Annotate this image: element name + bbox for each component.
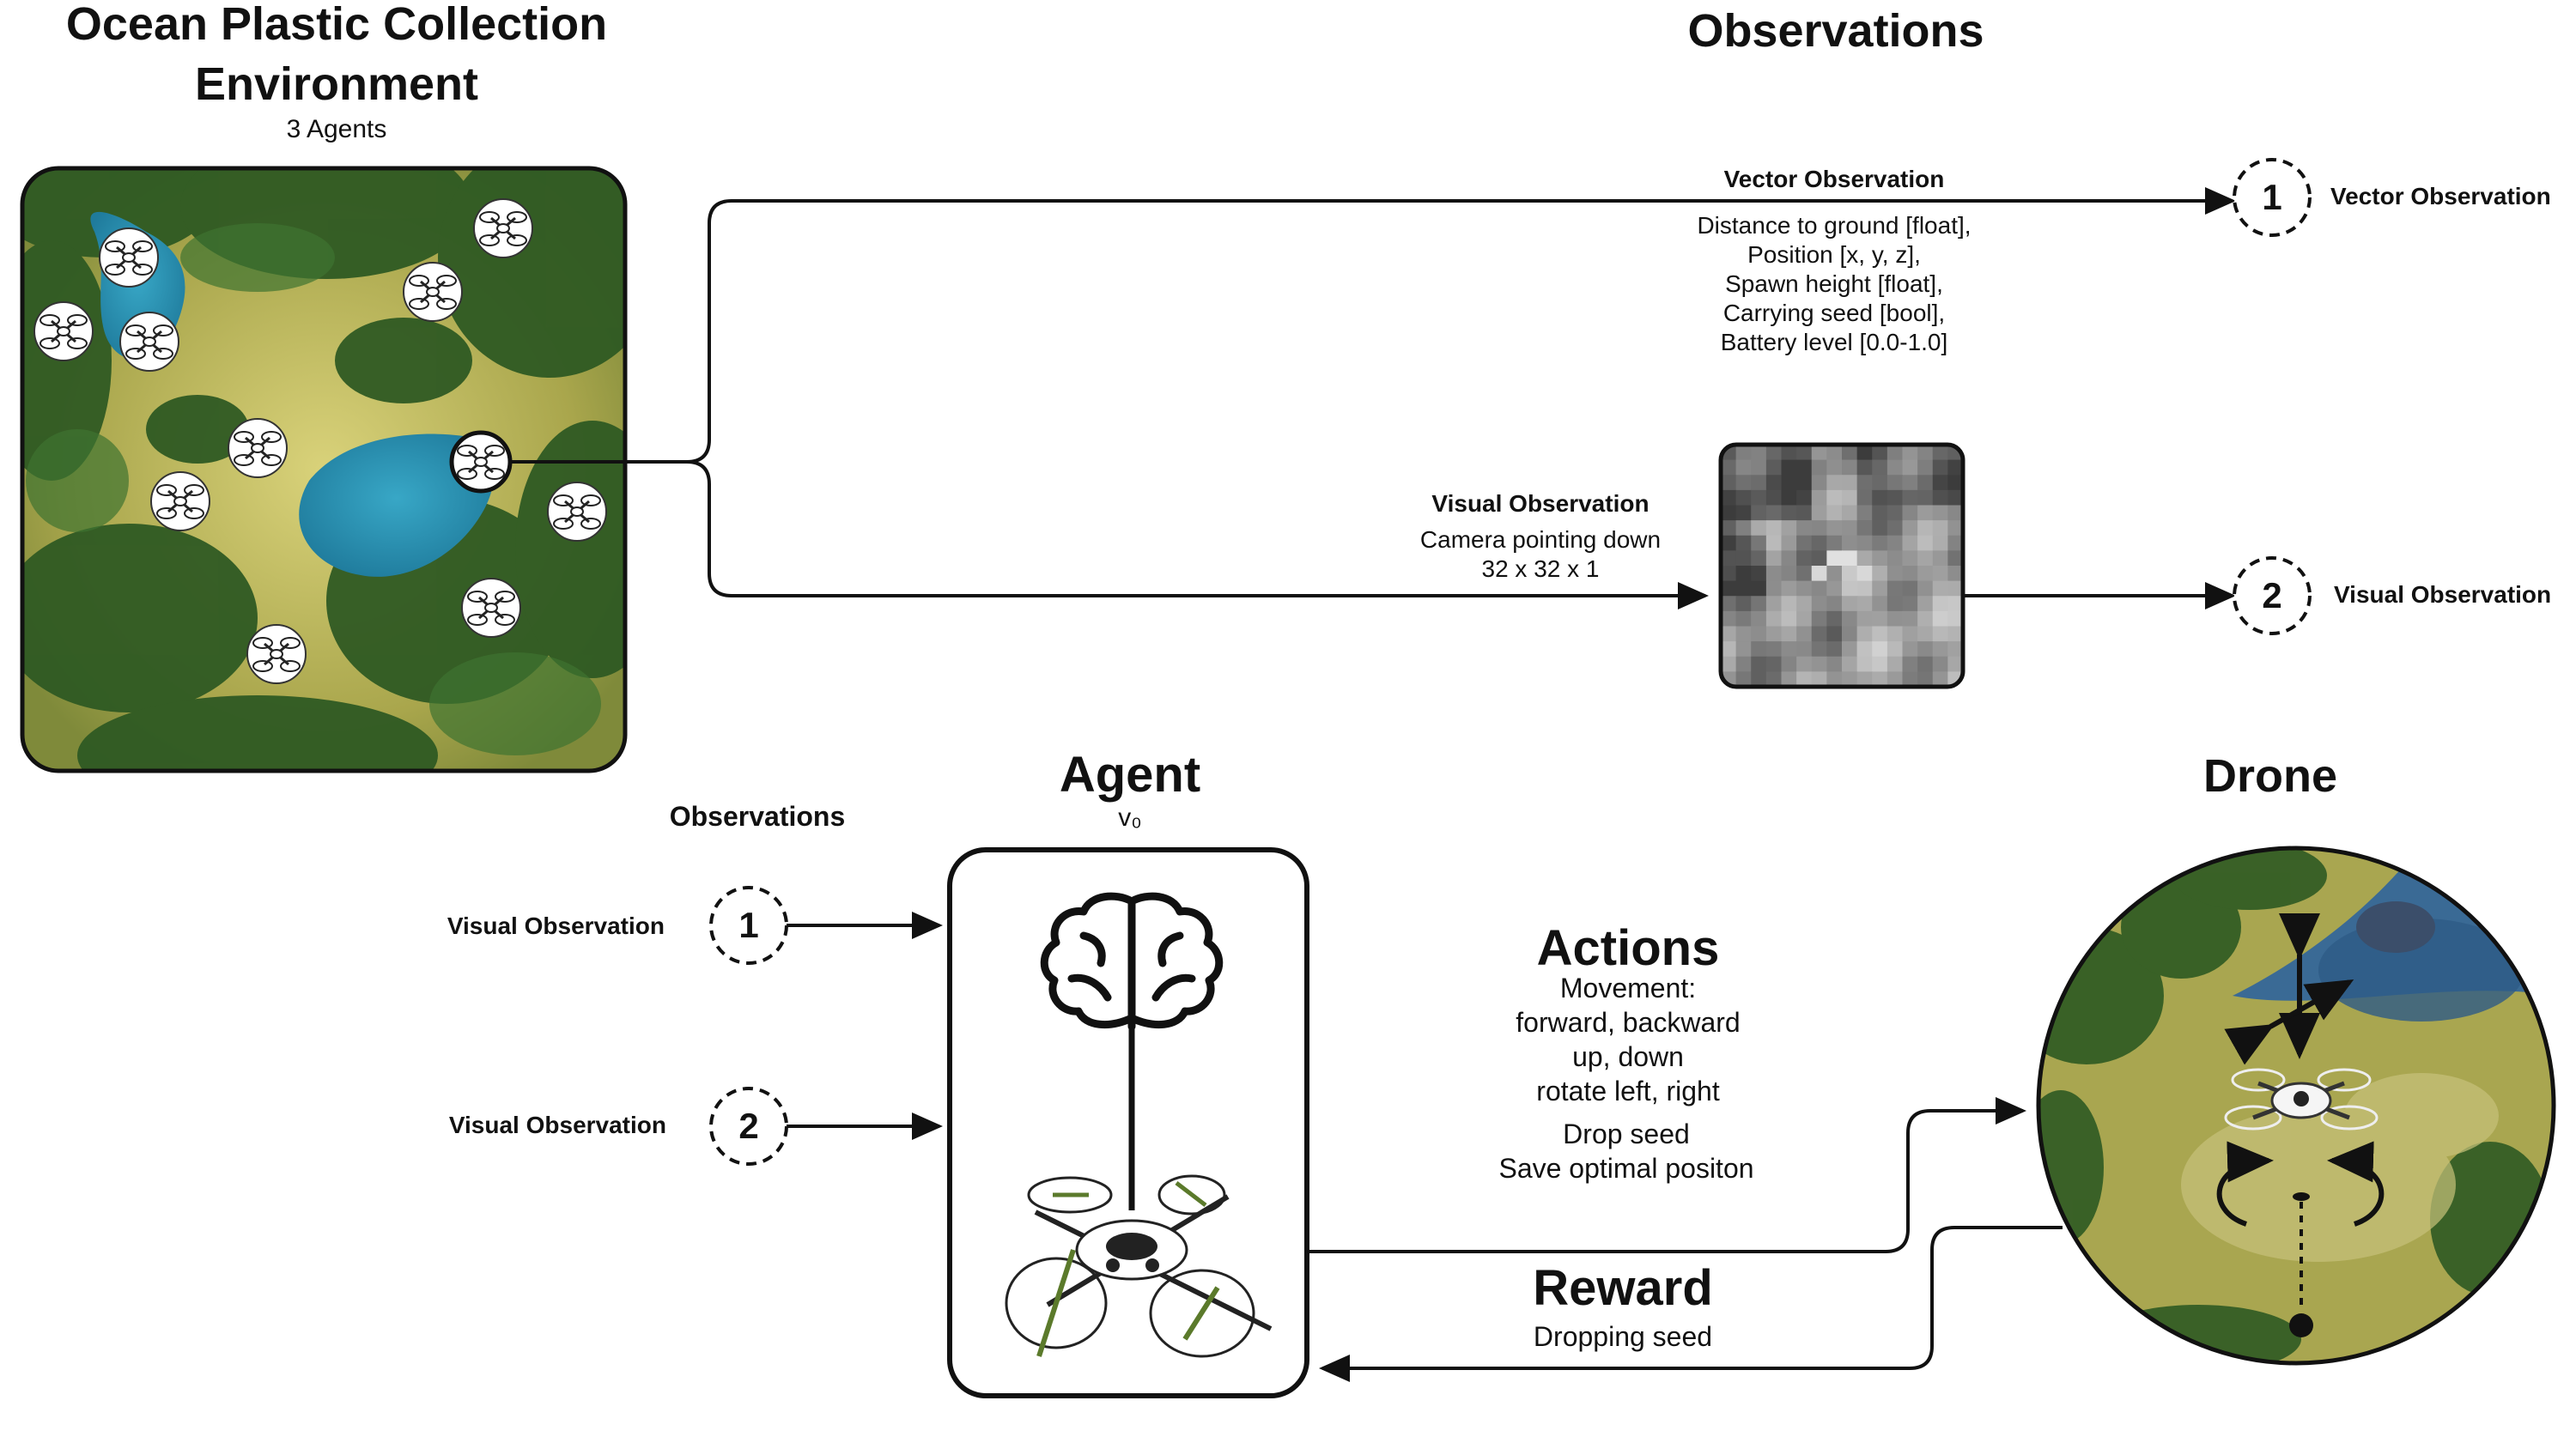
drone-icon xyxy=(99,227,159,288)
drone-icon xyxy=(150,471,210,531)
environment-map xyxy=(20,166,628,773)
actions-line: rotate left, right xyxy=(1536,1076,1720,1106)
vector-observation-item: Spawn height [float], xyxy=(1725,270,1943,297)
drone-icon xyxy=(1005,1174,1273,1358)
actions-extra-line: Save optimal positon xyxy=(1498,1153,1753,1184)
reward-desc: Dropping seed xyxy=(1534,1321,1712,1352)
actions-extra-line: Drop seed xyxy=(1563,1119,1690,1149)
drone-icon xyxy=(461,578,521,638)
reward-connector xyxy=(1319,1226,2063,1382)
environment-title-line1: Ocean Plastic Collection xyxy=(66,0,607,50)
actions-connector xyxy=(1307,1097,2026,1253)
observations-title: Observations xyxy=(1687,5,1984,57)
actions-title: Actions xyxy=(1537,920,1720,976)
environment-title-line2: Environment xyxy=(195,58,478,110)
visual-observation-desc-line2: 32 x 32 x 1 xyxy=(1482,555,1600,582)
vector-observation-label: Vector Observation xyxy=(1724,166,1945,192)
agent-title: Agent xyxy=(1060,747,1200,803)
agent-observations-title: Observations xyxy=(670,801,846,832)
seed-drop-point xyxy=(2289,1313,2313,1337)
drone-icon xyxy=(2224,1068,2379,1131)
visual-observation-desc-line1: Camera pointing down xyxy=(1420,526,1661,553)
visual-observation-badge xyxy=(2233,556,2312,635)
environment-subtitle: 3 Agents xyxy=(287,115,387,143)
agent-version: v₀ xyxy=(1118,803,1141,832)
agent-input-label: Visual Observation xyxy=(449,1112,666,1138)
drop-point-marker xyxy=(2293,1192,2310,1201)
drone-icon xyxy=(119,312,179,372)
visual-observation-badge-number: 2 xyxy=(2262,575,2281,615)
agent-input-label: Visual Observation xyxy=(447,912,665,939)
move-arrows-icon xyxy=(2224,913,2354,1065)
drone-icon xyxy=(547,482,607,542)
vector-observation-connector xyxy=(510,187,2236,464)
vector-observation-item: Carrying seed [bool], xyxy=(1723,300,1945,326)
reward-title: Reward xyxy=(1533,1260,1713,1316)
vector-observation-badge xyxy=(2233,158,2312,237)
actions-line: up, down xyxy=(1572,1041,1684,1072)
drone-icon xyxy=(403,262,463,322)
actions-line: forward, backward xyxy=(1516,1007,1740,1038)
agent-box xyxy=(947,847,1309,1398)
visual-observation-output-label: Visual Observation xyxy=(2334,581,2551,608)
agent-input-badge-number: 2 xyxy=(738,1106,758,1146)
drone-icon xyxy=(228,418,288,478)
vector-observation-output-label: Vector Observation xyxy=(2330,183,2551,209)
drone-title: Drone xyxy=(2203,750,2337,802)
vector-observation-badge-number: 1 xyxy=(2262,177,2281,217)
visual-observation-image xyxy=(1718,442,1965,689)
drone-icon xyxy=(473,198,533,258)
selected-drone-icon xyxy=(449,430,513,494)
actions-line: Movement: xyxy=(1560,973,1696,1003)
vector-observation-item: Position [x, y, z], xyxy=(1747,241,1921,268)
drone-icon xyxy=(246,624,307,684)
vector-observation-item: Distance to ground [float], xyxy=(1697,212,1971,239)
vector-observation-item: Battery level [0.0-1.0] xyxy=(1721,329,1948,355)
drone-icon xyxy=(33,301,94,361)
rotate-arrows-icon xyxy=(2216,1141,2385,1227)
visual-observation-connector xyxy=(686,460,1709,609)
visual-observation-label: Visual Observation xyxy=(1431,490,1649,517)
agent-input-badge-number: 1 xyxy=(738,905,758,945)
brain-icon xyxy=(1040,892,1224,1031)
